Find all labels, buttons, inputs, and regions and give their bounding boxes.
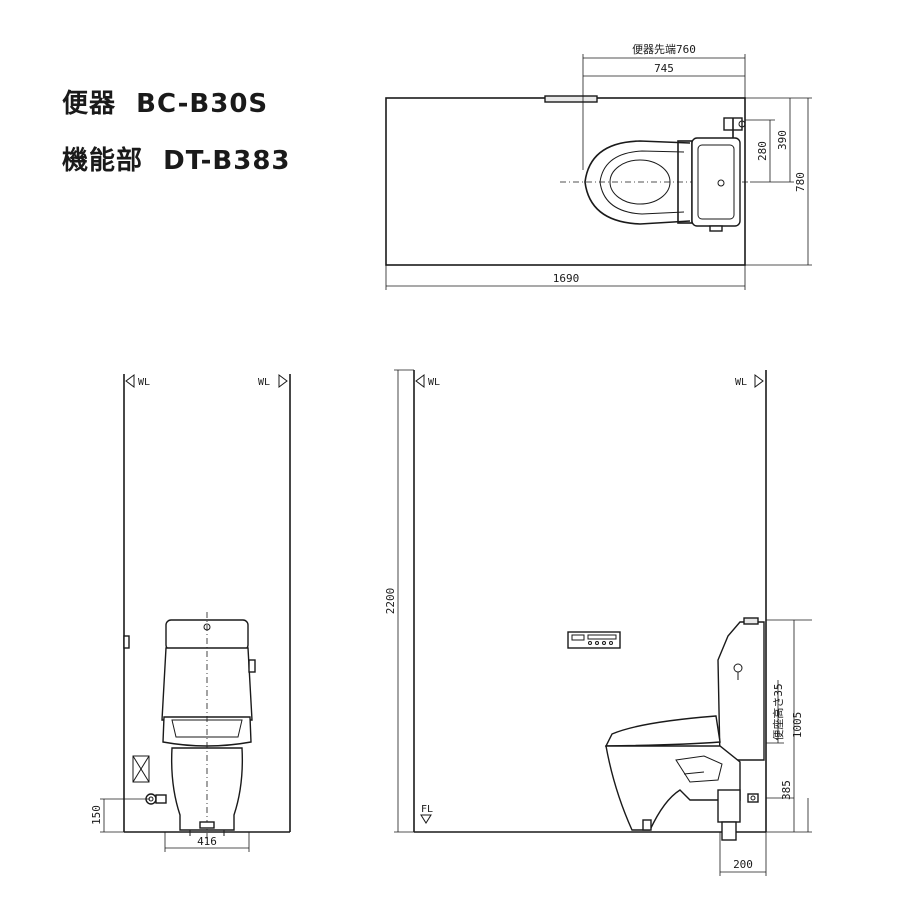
dim-390: 390	[776, 130, 789, 150]
plan-view: 便器先端760 745 280 390 780 1690	[385, 43, 812, 290]
toilet-bowl-plan	[584, 117, 746, 232]
wl-marker-left	[415, 374, 425, 388]
remote-control	[567, 631, 621, 649]
dim-385: 385	[780, 780, 793, 800]
toilet-heading: 便器 BC-B30S	[62, 83, 268, 120]
front-elevation: WL WL 150	[90, 374, 291, 852]
dim-1005: 1005	[791, 712, 804, 739]
function-unit-label: 機能部	[62, 146, 144, 176]
paper-holder-plan	[544, 95, 598, 103]
function-unit-heading: 機能部 DT-B383	[62, 140, 291, 177]
wall-bracket	[123, 635, 130, 649]
toilet-front-view	[161, 612, 256, 845]
dim-bowl-tip-760: 便器先端760	[632, 43, 696, 56]
toilet-side-view	[604, 617, 765, 841]
dim-280: 280	[756, 141, 769, 161]
side-wl-right: WL	[735, 377, 747, 388]
function-unit-model: DT-B383	[163, 146, 291, 176]
side-fl: FL	[421, 804, 433, 815]
remote-box-front	[132, 755, 150, 783]
wl-marker-left	[125, 374, 135, 388]
front-wl-right: WL	[258, 377, 270, 388]
dim-745: 745	[654, 62, 674, 75]
wl-marker-right	[278, 374, 288, 388]
dim-seat-height: 便座高さ35	[771, 683, 785, 740]
dim-2200: 2200	[384, 588, 397, 615]
front-wl-left: WL	[138, 377, 150, 388]
dim-1690: 1690	[553, 272, 580, 285]
toilet-label: 便器	[62, 89, 117, 119]
side-wl-left: WL	[428, 377, 440, 388]
plan-room-outline	[385, 97, 746, 266]
dim-200: 200	[733, 858, 753, 871]
wl-marker-right	[754, 374, 764, 388]
side-elevation: WL WL FL 2200	[384, 369, 812, 876]
dim-150: 150	[90, 805, 103, 825]
fl-marker	[420, 814, 432, 824]
dim-780: 780	[794, 172, 807, 192]
dim-416: 416	[197, 835, 217, 848]
toilet-model: BC-B30S	[136, 89, 269, 119]
